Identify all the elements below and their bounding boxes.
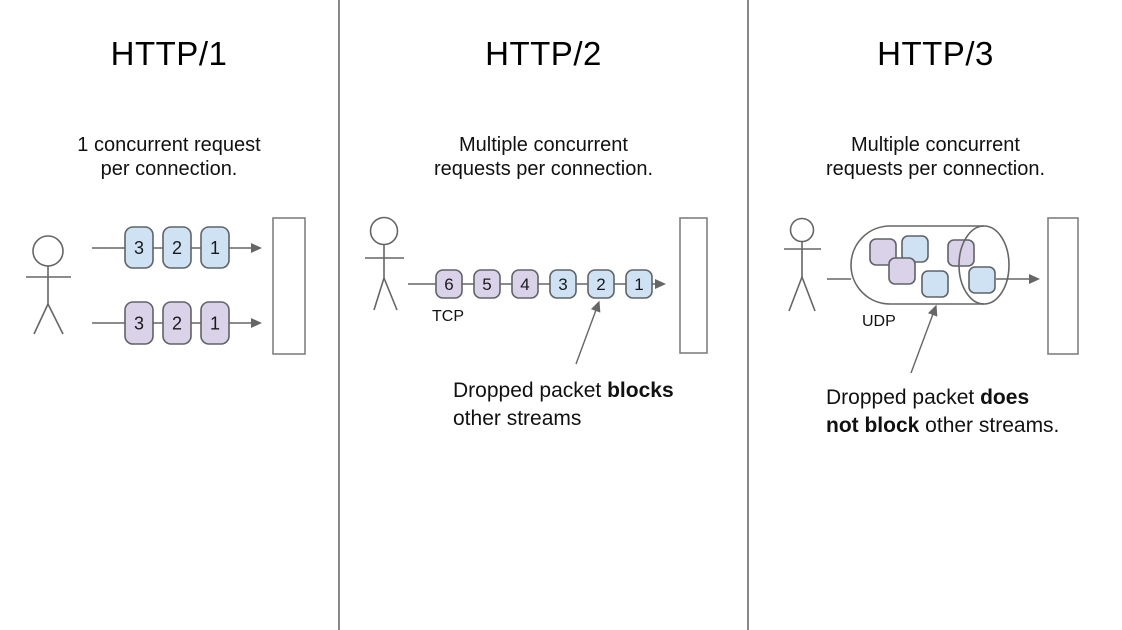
packet-number: 1 — [634, 275, 643, 294]
packet-number: 2 — [596, 275, 605, 294]
http1-client-person-icon — [26, 235, 71, 335]
http3-udp-tube-mouth — [958, 225, 1010, 305]
http3-server-box — [1047, 217, 1079, 355]
packet-box — [921, 270, 949, 298]
packet-box: 4 — [511, 269, 539, 299]
column-subtitle-http3: Multiple concurrent requests per connect… — [825, 134, 1046, 180]
http3-annotation: Dropped packet does not block other stre… — [826, 384, 1059, 440]
http2-server-box — [679, 217, 708, 354]
packet-box — [947, 239, 975, 267]
http3-annotation-text-2: other streams. — [919, 414, 1060, 437]
tcp-label: TCP — [432, 308, 464, 325]
http3-client-person-icon — [784, 217, 821, 312]
column-title-http1: HTTP/1 — [110, 35, 228, 72]
http3-annotation-text: Dropped packet — [826, 386, 981, 409]
packet-box: 2 — [162, 226, 192, 269]
http2-annotation-bold: blocks — [607, 379, 674, 402]
packet-number: 4 — [520, 275, 529, 294]
http1-server-box — [272, 217, 306, 355]
packet-number: 3 — [558, 275, 567, 294]
packet-box — [869, 238, 897, 266]
packet-number: 3 — [134, 238, 144, 258]
http3-annotation-bold-2: not block — [826, 414, 920, 437]
http3-annotation-arrow — [910, 304, 938, 374]
udp-label: UDP — [862, 313, 896, 330]
packet-box: 3 — [549, 269, 577, 299]
packet-number: 1 — [210, 238, 220, 258]
packet-box: 6 — [435, 269, 463, 299]
packet-number: 5 — [482, 275, 491, 294]
packet-box: 1 — [625, 269, 653, 299]
http2-annotation: Dropped packet blocks other streams — [453, 377, 674, 433]
http2-client-person-icon — [365, 216, 404, 311]
packet-box: 3 — [124, 301, 154, 345]
packet-box: 1 — [200, 226, 230, 269]
packet-box — [888, 257, 916, 285]
packet-number: 3 — [134, 314, 144, 334]
packet-box: 3 — [124, 226, 154, 269]
packet-number: 6 — [444, 275, 453, 294]
packet-box: 2 — [587, 269, 615, 299]
column-title-http3: HTTP/3 — [877, 35, 994, 72]
column-subtitle-http1: 1 concurrent request per connection. — [77, 134, 261, 180]
packet-number: 2 — [172, 238, 182, 258]
http2-annotation-text: Dropped packet — [453, 379, 608, 402]
column-subtitle-http2: Multiple concurrent requests per connect… — [433, 134, 654, 180]
packet-number: 1 — [210, 314, 220, 334]
http3-annotation-bold: does — [980, 386, 1030, 409]
http2-annotation-text-2: other streams — [453, 407, 582, 430]
packet-box: 5 — [473, 269, 501, 299]
http2-annotation-arrow — [575, 300, 601, 365]
packet-number: 2 — [172, 314, 182, 334]
packet-box: 2 — [162, 301, 192, 345]
column-title-http2: HTTP/2 — [485, 35, 602, 72]
packet-box: 1 — [200, 301, 230, 345]
packet-box — [968, 266, 996, 294]
